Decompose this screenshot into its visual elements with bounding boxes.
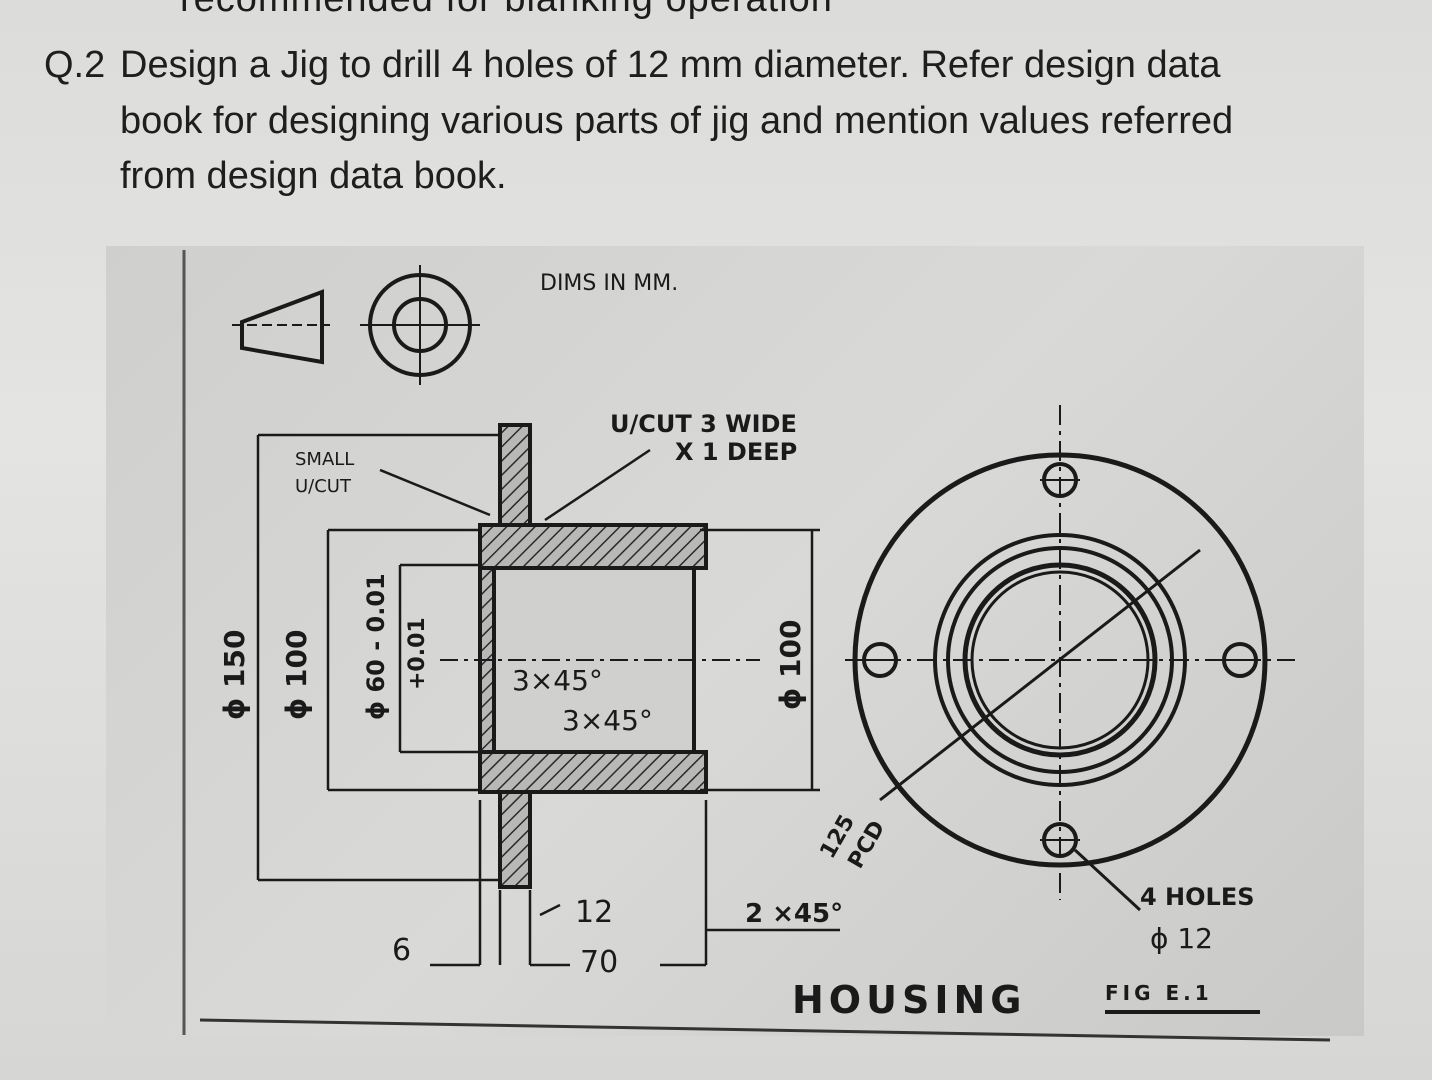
- drawing-title: HOUSING: [792, 978, 1026, 1022]
- section-view: [440, 423, 760, 889]
- dimension-lines: [256, 433, 840, 967]
- small-ucut-label-1: SMALL: [295, 449, 354, 470]
- ucut-label-2: X 1 DEEP: [675, 438, 797, 466]
- ucut-label-1: U/CUT 3 WIDE: [610, 410, 797, 438]
- end-view: [845, 405, 1295, 912]
- question-line-2: book for designing various parts of jig …: [120, 100, 1234, 142]
- chamfer-label-2: 3×45°: [562, 704, 653, 737]
- dim-100: ϕ 100: [280, 630, 313, 721]
- chamfer-label-1: 3×45°: [512, 664, 603, 697]
- dim-150: ϕ 150: [218, 630, 251, 721]
- dim-60: ϕ 60 - 0.01: [362, 573, 390, 720]
- dims-note: DIMS IN MM.: [540, 271, 678, 296]
- small-ucut-label-2: U/CUT: [295, 476, 352, 497]
- figure-label: FIG E.1: [1105, 981, 1213, 1005]
- dim-6: 6: [392, 933, 411, 968]
- dim-70: 70: [580, 945, 618, 980]
- cut-off-text: recommended for blanking operation: [180, 0, 833, 21]
- question-line-3: from design data book.: [120, 155, 507, 197]
- chamfer-label-3: 2 ×45°: [745, 899, 843, 929]
- question-line-1: Design a Jig to drill 4 holes of 12 mm d…: [120, 44, 1221, 86]
- holes-label-2: ϕ 12: [1150, 922, 1213, 955]
- question-number: Q.2: [44, 44, 106, 86]
- dim-100-right: ϕ 100: [774, 620, 807, 711]
- projection-symbol: [232, 265, 480, 385]
- dim-12: 12: [575, 895, 613, 930]
- holes-label-1: 4 HOLES: [1140, 883, 1255, 911]
- dim-60-tol: +0.01: [405, 617, 430, 690]
